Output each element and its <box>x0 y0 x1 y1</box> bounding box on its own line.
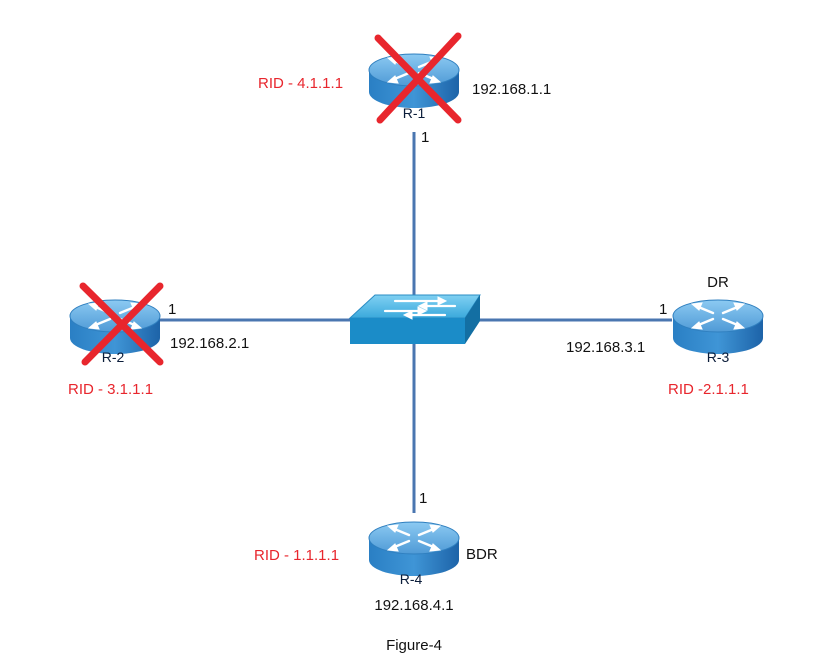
link-cost-label: 1 <box>659 301 667 318</box>
router-name: R-2 <box>102 349 125 365</box>
router-id-label: RID - 1.1.1.1 <box>254 547 339 564</box>
router-name: R-4 <box>400 571 423 587</box>
router-icon <box>671 298 765 356</box>
role-label: DR <box>707 274 729 291</box>
router-r1: R-1 RID - 4.1.1.1 192.168.1.1 1 <box>258 32 551 146</box>
router-r2: R-2 RID - 3.1.1.1 192.168.2.1 1 <box>68 282 249 398</box>
router-r4: R-4 BDR RID - 1.1.1.1 192.168.4.1 1 <box>254 490 498 614</box>
ip-address-label: 192.168.1.1 <box>472 81 551 98</box>
link-cost-label: 1 <box>421 129 429 146</box>
switch-icon <box>348 294 481 344</box>
router-name: R-1 <box>403 105 426 121</box>
link-cost-label: 1 <box>419 490 427 507</box>
figure-caption: Figure-4 <box>386 637 442 654</box>
link-cost-label: 1 <box>168 301 176 318</box>
router-id-label: RID -2.1.1.1 <box>668 381 749 398</box>
failed-cross-icon <box>374 32 462 124</box>
router-name: R-3 <box>707 349 730 365</box>
router-icon <box>367 520 461 578</box>
links <box>160 132 672 513</box>
failed-cross-icon <box>79 282 164 366</box>
router-id-label: RID - 4.1.1.1 <box>258 75 343 92</box>
ip-address-label: 192.168.2.1 <box>170 335 249 352</box>
ip-address-label: 192.168.4.1 <box>374 597 453 614</box>
router-r3: R-3 DR RID -2.1.1.1 192.168.3.1 1 <box>566 274 765 398</box>
ip-address-label: 192.168.3.1 <box>566 339 645 356</box>
role-label: BDR <box>466 546 498 563</box>
router-id-label: RID - 3.1.1.1 <box>68 381 153 398</box>
